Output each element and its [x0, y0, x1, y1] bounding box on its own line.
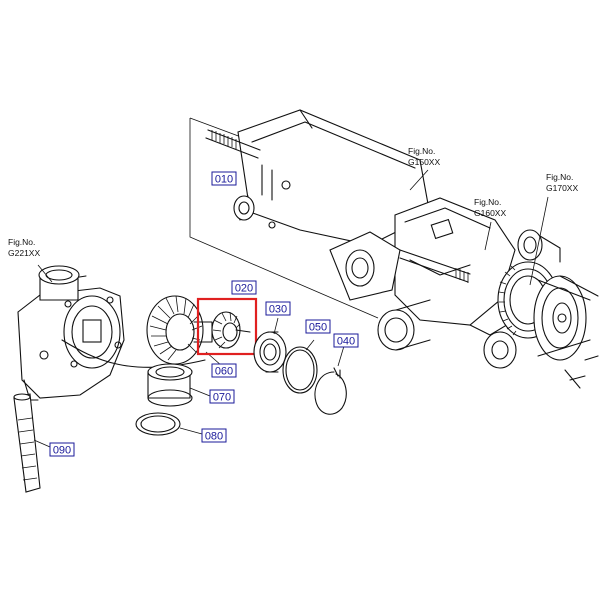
highlight-box-020 [196, 297, 258, 356]
svg-text:Fig.No.: Fig.No. [546, 172, 573, 182]
bevel-gear-060 [146, 295, 223, 367]
svg-text:G150XX: G150XX [408, 157, 440, 167]
leader-g221 [37, 264, 53, 283]
part-label-070[interactable]: 070 [209, 389, 235, 404]
svg-text:Fig.No.: Fig.No. [474, 197, 501, 207]
part-label-010[interactable]: 010 [211, 171, 237, 186]
svg-text:030: 030 [269, 304, 287, 316]
svg-text:Fig.No.: Fig.No. [408, 146, 435, 156]
svg-text:G170XX: G170XX [546, 183, 578, 193]
part-label-090[interactable]: 090 [49, 442, 75, 457]
pinion-gear-020 [211, 311, 251, 349]
fig-ref-g221xx[interactable]: Fig.No. G221XX [8, 237, 40, 258]
fig-ref-g150xx[interactable]: Fig.No. G150XX [408, 146, 440, 167]
part-label-030[interactable]: 030 [265, 301, 291, 316]
part-label-060[interactable]: 060 [211, 363, 237, 378]
part-label-020[interactable]: 020 [231, 280, 257, 295]
svg-text:060: 060 [215, 366, 233, 378]
gear-case [17, 265, 125, 401]
svg-text:020: 020 [235, 283, 253, 295]
ring-080 [135, 412, 203, 436]
fig-ref-g160xx[interactable]: Fig.No. G160XX [474, 197, 506, 218]
svg-text:090: 090 [53, 445, 71, 457]
ring-050 [282, 339, 318, 394]
part-label-050[interactable]: 050 [305, 319, 331, 334]
part-label-040[interactable]: 040 [333, 333, 359, 348]
svg-text:070: 070 [213, 392, 231, 404]
leader-g170 [529, 196, 549, 286]
fig-ref-g170xx[interactable]: Fig.No. G170XX [546, 172, 578, 193]
bearing-070 [147, 363, 211, 407]
circlip-040 [314, 345, 347, 415]
bearing-030 [253, 317, 287, 373]
shaft-090 [13, 393, 51, 493]
leader-g150 [409, 169, 429, 191]
svg-text:G221XX: G221XX [8, 248, 40, 258]
axle-housing-assembly [189, 109, 599, 389]
svg-text:Fig.No.: Fig.No. [8, 237, 35, 247]
part-label-080[interactable]: 080 [201, 428, 227, 443]
svg-text:010: 010 [215, 174, 233, 186]
svg-text:050: 050 [309, 322, 327, 334]
svg-text:G160XX: G160XX [474, 208, 506, 218]
svg-text:080: 080 [205, 431, 223, 443]
leader-g160 [484, 221, 492, 251]
svg-text:040: 040 [337, 336, 355, 348]
